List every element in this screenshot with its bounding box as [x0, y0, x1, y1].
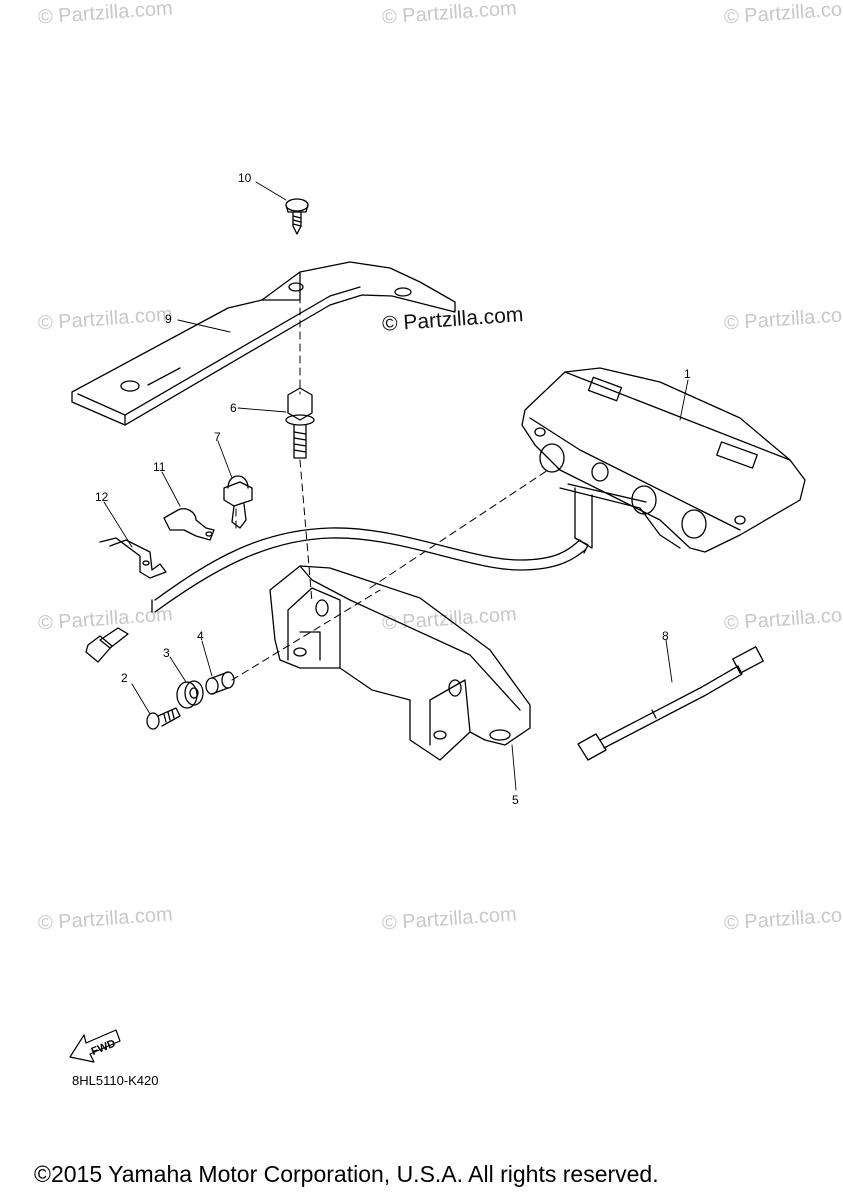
callout-1: 1 — [684, 367, 691, 381]
callout-10: 10 — [238, 171, 252, 185]
part-10-screw — [285, 198, 309, 235]
part-11-clamp — [163, 508, 215, 541]
diagram-code: 8HL5110-K420 — [72, 1073, 159, 1088]
part-6-bolt — [285, 387, 315, 459]
part-12-holder — [99, 537, 167, 579]
part-2-screw — [146, 707, 181, 730]
callout-11: 11 — [153, 460, 166, 474]
callout-4: 4 — [197, 629, 204, 643]
fwd-arrow-icon: FWD — [69, 1029, 121, 1063]
part-8-lead-wire — [577, 646, 764, 761]
callout-6: 6 — [230, 401, 237, 415]
part-9-bracket — [71, 261, 456, 426]
part-3-grommet — [176, 680, 204, 709]
fwd-label: FWD — [90, 1038, 118, 1059]
callout-2: 2 — [121, 671, 128, 685]
callout-7: 7 — [214, 430, 221, 444]
part-1-light — [521, 367, 806, 553]
callout-9: 9 — [165, 312, 172, 326]
callout-5: 5 — [512, 793, 519, 807]
callout-8: 8 — [662, 629, 669, 643]
callout-3: 3 — [163, 646, 170, 660]
assembly-dashed-lines — [231, 295, 549, 681]
leader-lines — [103, 181, 689, 791]
part-4-collar — [205, 671, 235, 695]
part-7-clip — [223, 475, 253, 529]
callout-12: 12 — [95, 490, 109, 504]
part-5-housing — [269, 565, 531, 761]
copyright-notice: ©2015 Yamaha Motor Corporation, U.S.A. A… — [34, 1161, 659, 1187]
harness-wire — [85, 527, 589, 663]
